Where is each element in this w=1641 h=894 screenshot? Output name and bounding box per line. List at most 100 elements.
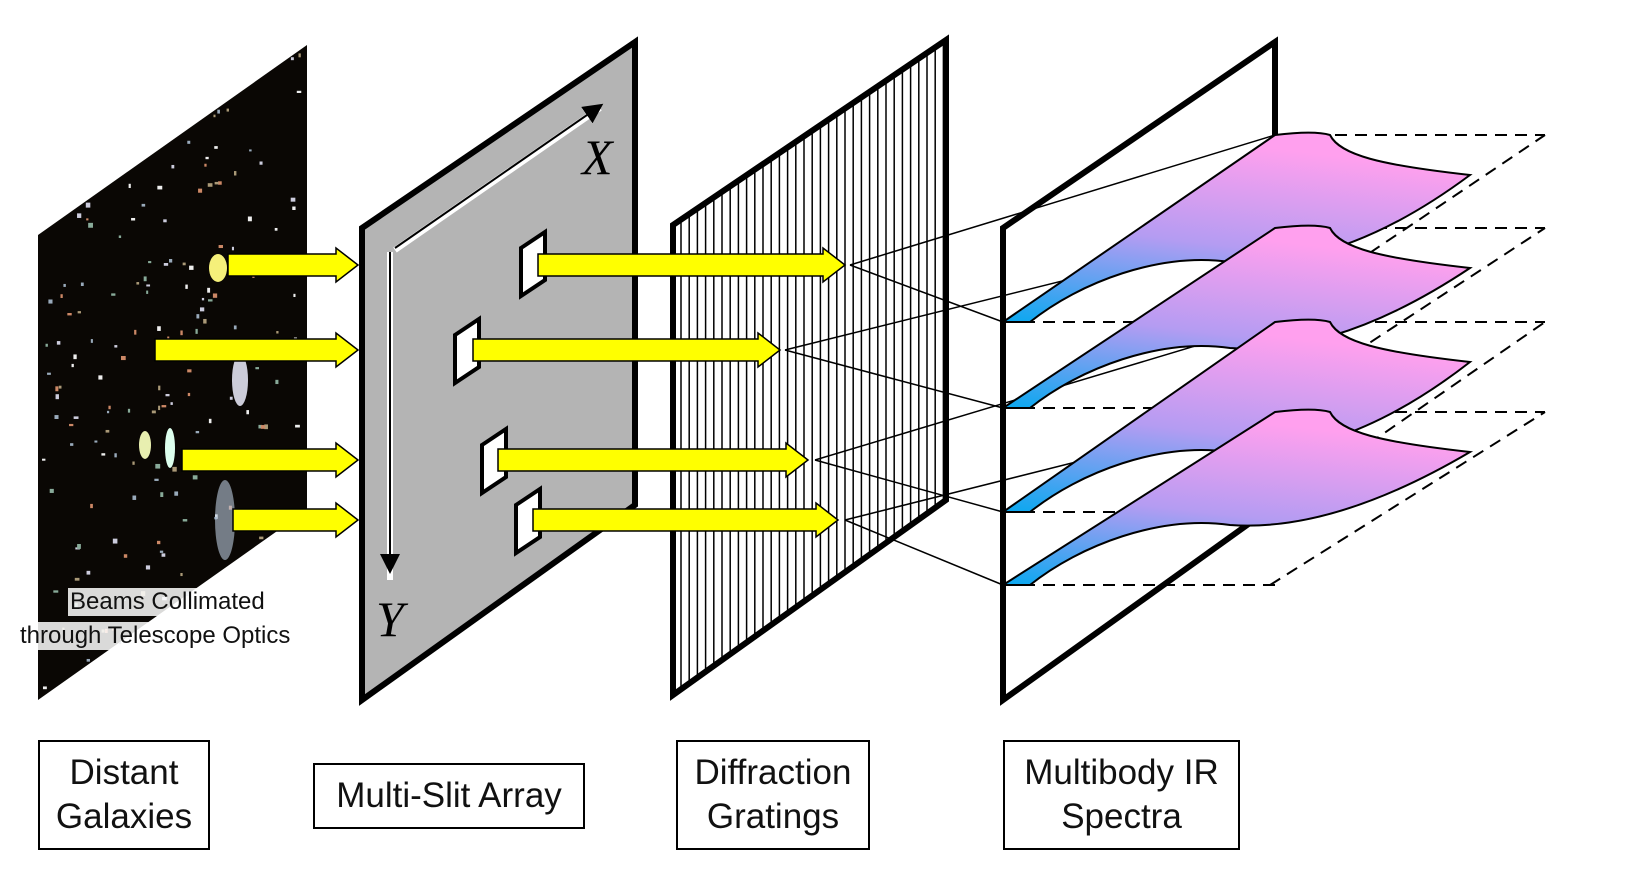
star: [207, 183, 213, 187]
star: [212, 293, 218, 298]
star: [199, 307, 205, 312]
star: [204, 163, 207, 167]
star: [127, 408, 131, 413]
star: [274, 227, 278, 231]
star: [158, 405, 161, 411]
diffraction-grating-panel: [670, 34, 949, 701]
star: [146, 290, 149, 294]
star: [123, 554, 128, 558]
star: [213, 114, 216, 118]
star: [198, 188, 203, 193]
beam-arrow: [497, 441, 810, 479]
star: [120, 355, 126, 361]
star: [151, 410, 156, 414]
star: [98, 375, 103, 380]
label-multibody-ir-spectra: Multibody IR Spectra: [1003, 740, 1240, 850]
star: [195, 430, 200, 434]
star: [128, 183, 131, 189]
star: [42, 458, 46, 461]
star: [165, 393, 170, 397]
star: [132, 495, 137, 500]
spectrum-shape: [999, 408, 1474, 586]
star: [203, 318, 207, 324]
x-axis-label: X: [582, 129, 613, 185]
star: [275, 379, 279, 385]
star: [161, 553, 166, 557]
y-axis-label: Y: [376, 591, 404, 647]
galaxy: [139, 431, 151, 459]
label-distant-galaxies: Distant Galaxies: [38, 740, 210, 850]
beam-arrow: [227, 246, 360, 284]
star: [180, 572, 183, 577]
star: [88, 222, 93, 228]
star: [47, 372, 51, 375]
star: [48, 299, 53, 304]
beam-arrow: [537, 246, 847, 284]
star: [187, 140, 191, 144]
star: [156, 540, 161, 545]
star: [292, 206, 296, 210]
star: [101, 453, 106, 456]
star: [207, 287, 211, 293]
star: [56, 341, 61, 345]
star: [217, 109, 220, 114]
star: [77, 213, 82, 218]
star: [259, 536, 264, 540]
star: [163, 263, 169, 266]
star: [53, 590, 59, 593]
star: [94, 440, 98, 443]
star: [171, 164, 175, 169]
star: [159, 550, 164, 553]
star: [70, 443, 74, 446]
star: [192, 475, 198, 480]
star: [145, 565, 151, 570]
beam-arrow: [532, 501, 840, 539]
beam-arrow: [154, 331, 360, 369]
label-multi-slit-array: Multi-Slit Array: [313, 763, 585, 829]
star: [180, 330, 183, 336]
star: [136, 282, 140, 285]
star: [45, 343, 48, 347]
star: [55, 386, 59, 392]
star: [189, 265, 194, 270]
star: [233, 325, 237, 330]
spectrum-shape: [999, 318, 1473, 513]
star: [255, 367, 260, 370]
star: [60, 294, 63, 298]
star: [196, 314, 200, 319]
star: [108, 405, 111, 410]
star: [293, 293, 296, 297]
star: [73, 354, 77, 360]
star: [132, 461, 135, 465]
star: [290, 197, 296, 202]
spectrum-shape: [999, 131, 1473, 323]
star: [161, 405, 167, 408]
star: [276, 331, 279, 334]
star: [264, 424, 268, 430]
star: [231, 246, 235, 251]
star: [112, 538, 118, 544]
star: [226, 108, 229, 112]
star: [86, 658, 90, 662]
slit: [514, 485, 542, 557]
star: [163, 219, 167, 223]
star: [160, 492, 164, 497]
star: [69, 423, 74, 427]
slit: [453, 315, 481, 387]
star: [233, 171, 237, 176]
spectrum-shape: [999, 224, 1473, 409]
star: [77, 311, 81, 314]
star: [249, 149, 252, 152]
slit: [480, 425, 508, 497]
star: [85, 202, 91, 208]
star: [90, 339, 93, 343]
beam-arrow: [472, 331, 782, 369]
star: [118, 235, 122, 238]
star: [143, 276, 147, 282]
galaxy-bright: [209, 254, 227, 282]
star: [182, 262, 186, 266]
star: [71, 363, 74, 368]
star: [290, 57, 294, 61]
star: [170, 402, 173, 405]
